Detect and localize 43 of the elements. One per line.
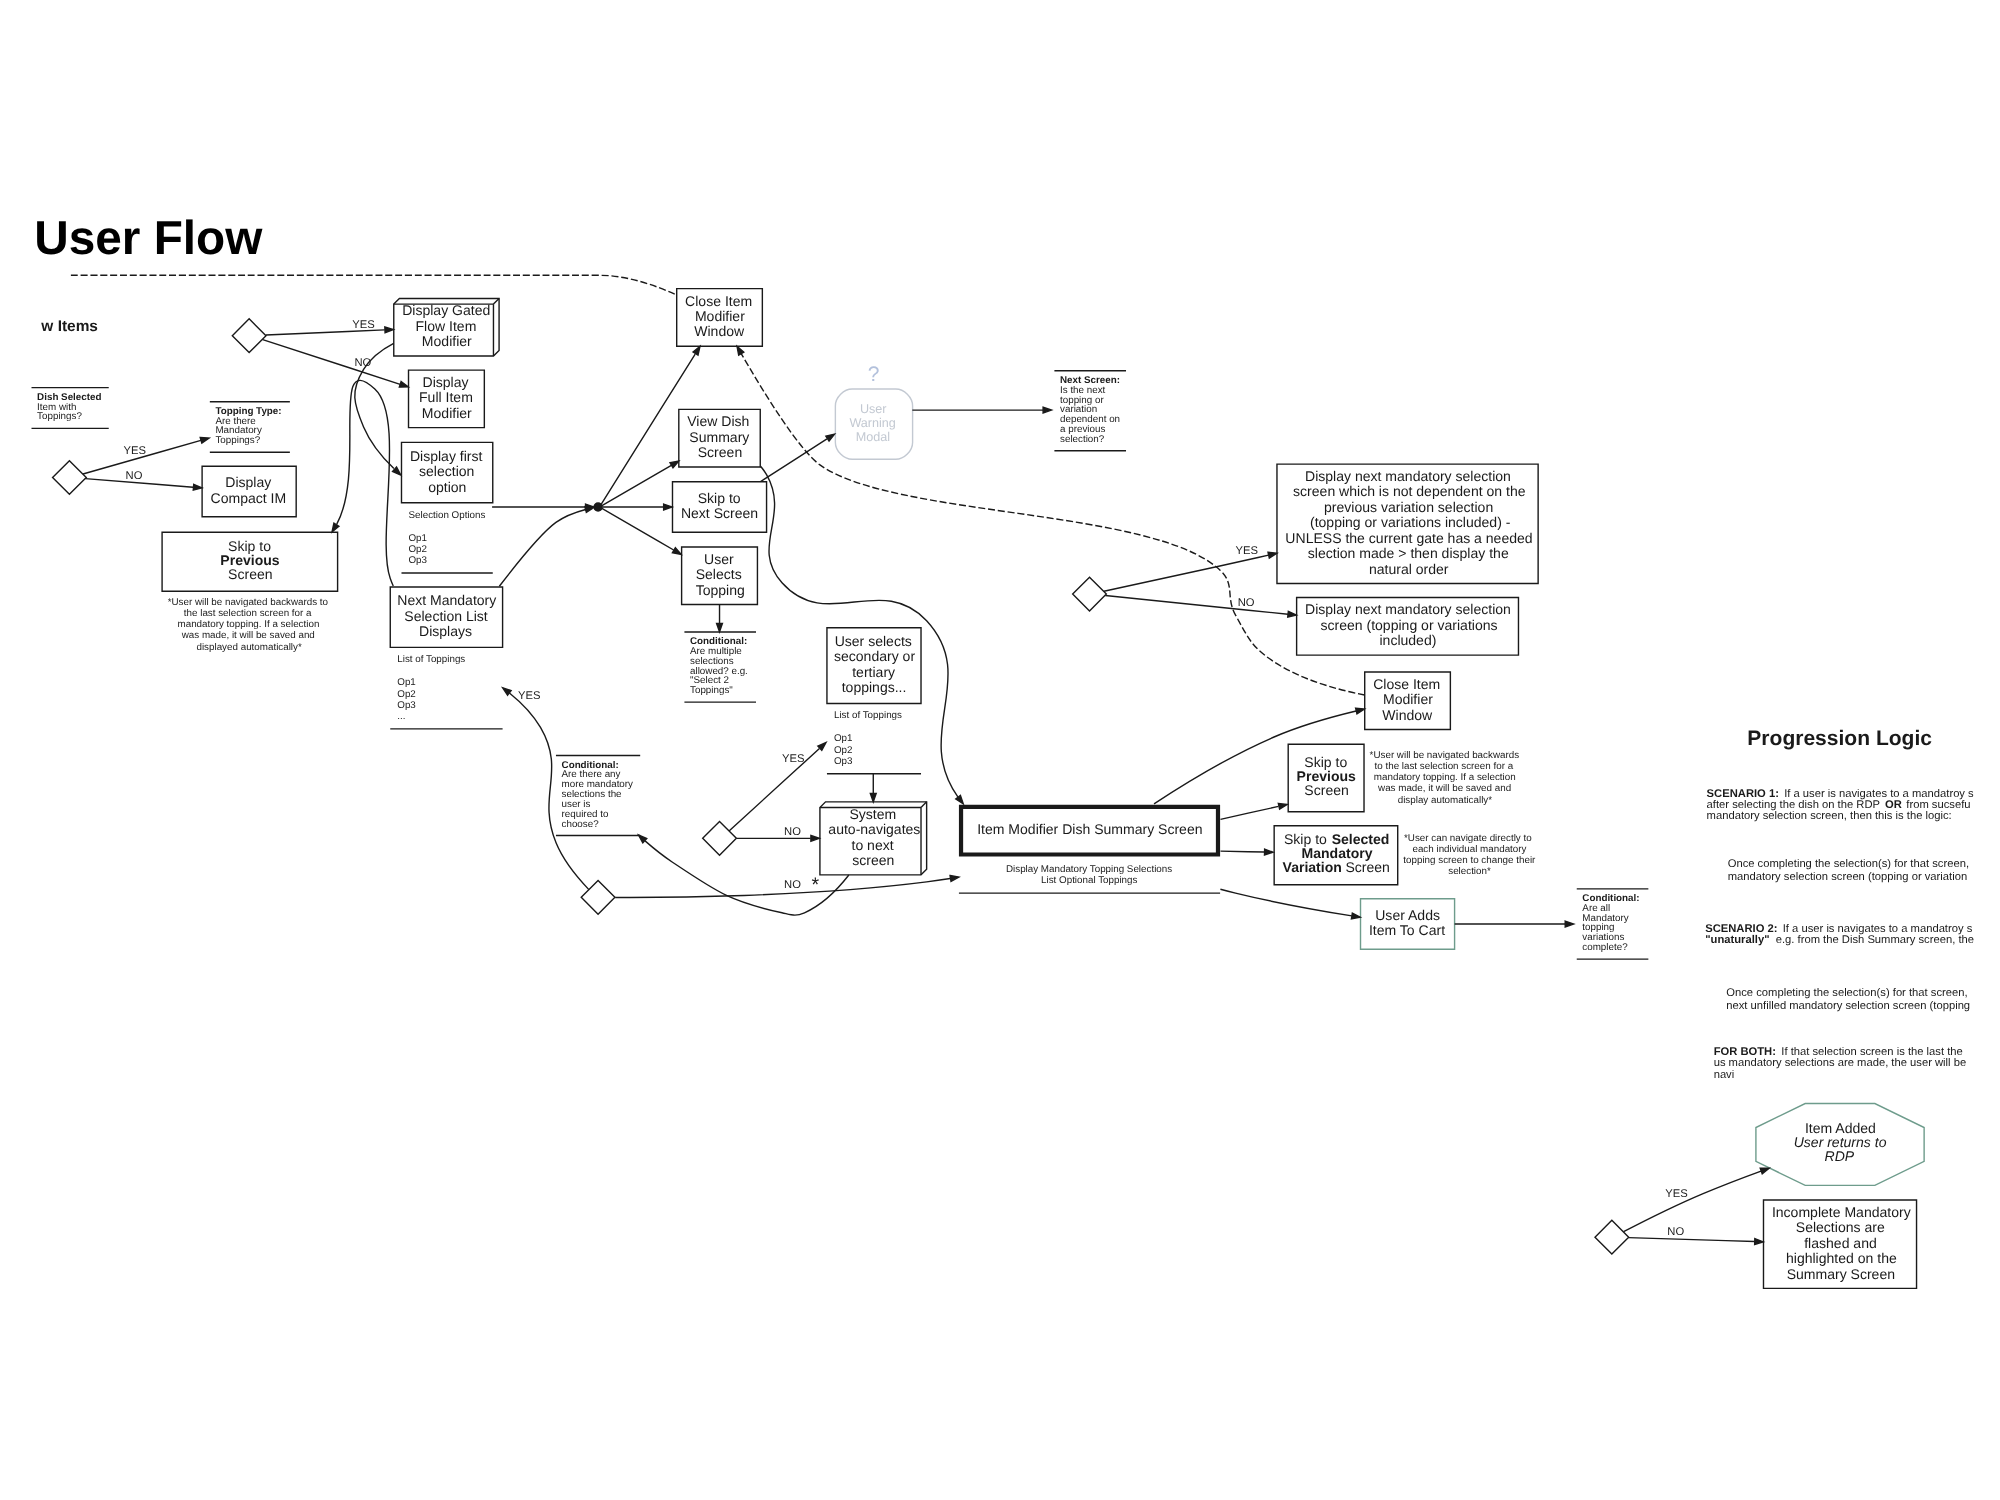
arrow (354, 342, 403, 477)
arrow (601, 503, 675, 511)
node-label: * (811, 874, 820, 897)
arrow (1627, 1236, 1766, 1246)
arrow (1104, 594, 1299, 619)
node-diamond (1594, 1219, 1630, 1255)
arrow (869, 773, 878, 804)
arrow (84, 477, 204, 492)
arrow (759, 465, 965, 806)
arrow (715, 603, 724, 634)
arrow (82, 436, 212, 475)
arrow (1622, 1167, 1772, 1233)
label: w Items (41, 317, 98, 336)
node-label: ? (867, 362, 880, 387)
node-dot (593, 502, 603, 512)
arrow (735, 834, 822, 843)
node-diamond (701, 820, 738, 857)
arrow (1219, 848, 1276, 856)
arrow (601, 459, 681, 507)
node-diamond (51, 459, 88, 496)
node-diamond (231, 317, 267, 354)
arrow (636, 833, 850, 916)
label: Progression Logic (1747, 726, 1932, 751)
arrow (728, 741, 828, 832)
arrow (1219, 888, 1363, 920)
arrow (1219, 802, 1290, 821)
arrow (614, 874, 961, 899)
connector (70, 274, 678, 296)
arrow (1153, 707, 1367, 805)
arrow (759, 432, 837, 483)
arrow (600, 344, 702, 505)
node-diamond (1071, 576, 1108, 612)
arrow (736, 344, 1366, 696)
arrow (601, 507, 684, 556)
arrow (911, 406, 1054, 415)
arrow (330, 379, 394, 587)
arrow (262, 338, 411, 388)
node-diamond (580, 879, 616, 916)
diagram-title: User Flow (34, 212, 263, 267)
arrow (500, 686, 590, 891)
arrow (265, 325, 396, 336)
arrow (1103, 551, 1279, 592)
arrow (1453, 920, 1576, 928)
